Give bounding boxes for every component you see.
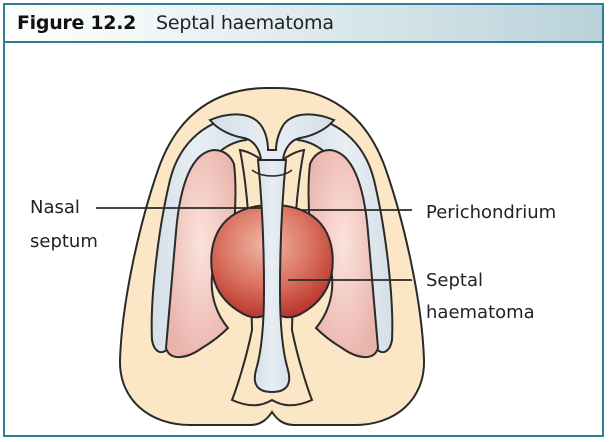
upper-cartilage: [208, 113, 336, 161]
label-septal-haematoma-line1: Septal: [426, 270, 483, 291]
figure-header: Figure 12.2 Septal haematoma: [5, 5, 602, 43]
figure-title: Septal haematoma: [156, 12, 334, 34]
septum-upper-curve: [251, 169, 293, 177]
label-septal-haematoma-line2: haematoma: [426, 302, 535, 323]
right-nostril: [307, 148, 380, 358]
figure-number: Figure 12.2: [17, 12, 137, 34]
label-nasal-septum-line1: Nasal: [30, 197, 80, 218]
label-nasal-septum-line2: septum: [30, 231, 98, 252]
label-perichondrium: Perichondrium: [426, 202, 556, 223]
left-nostril: [164, 148, 237, 358]
nasal-septum: [253, 159, 291, 394]
